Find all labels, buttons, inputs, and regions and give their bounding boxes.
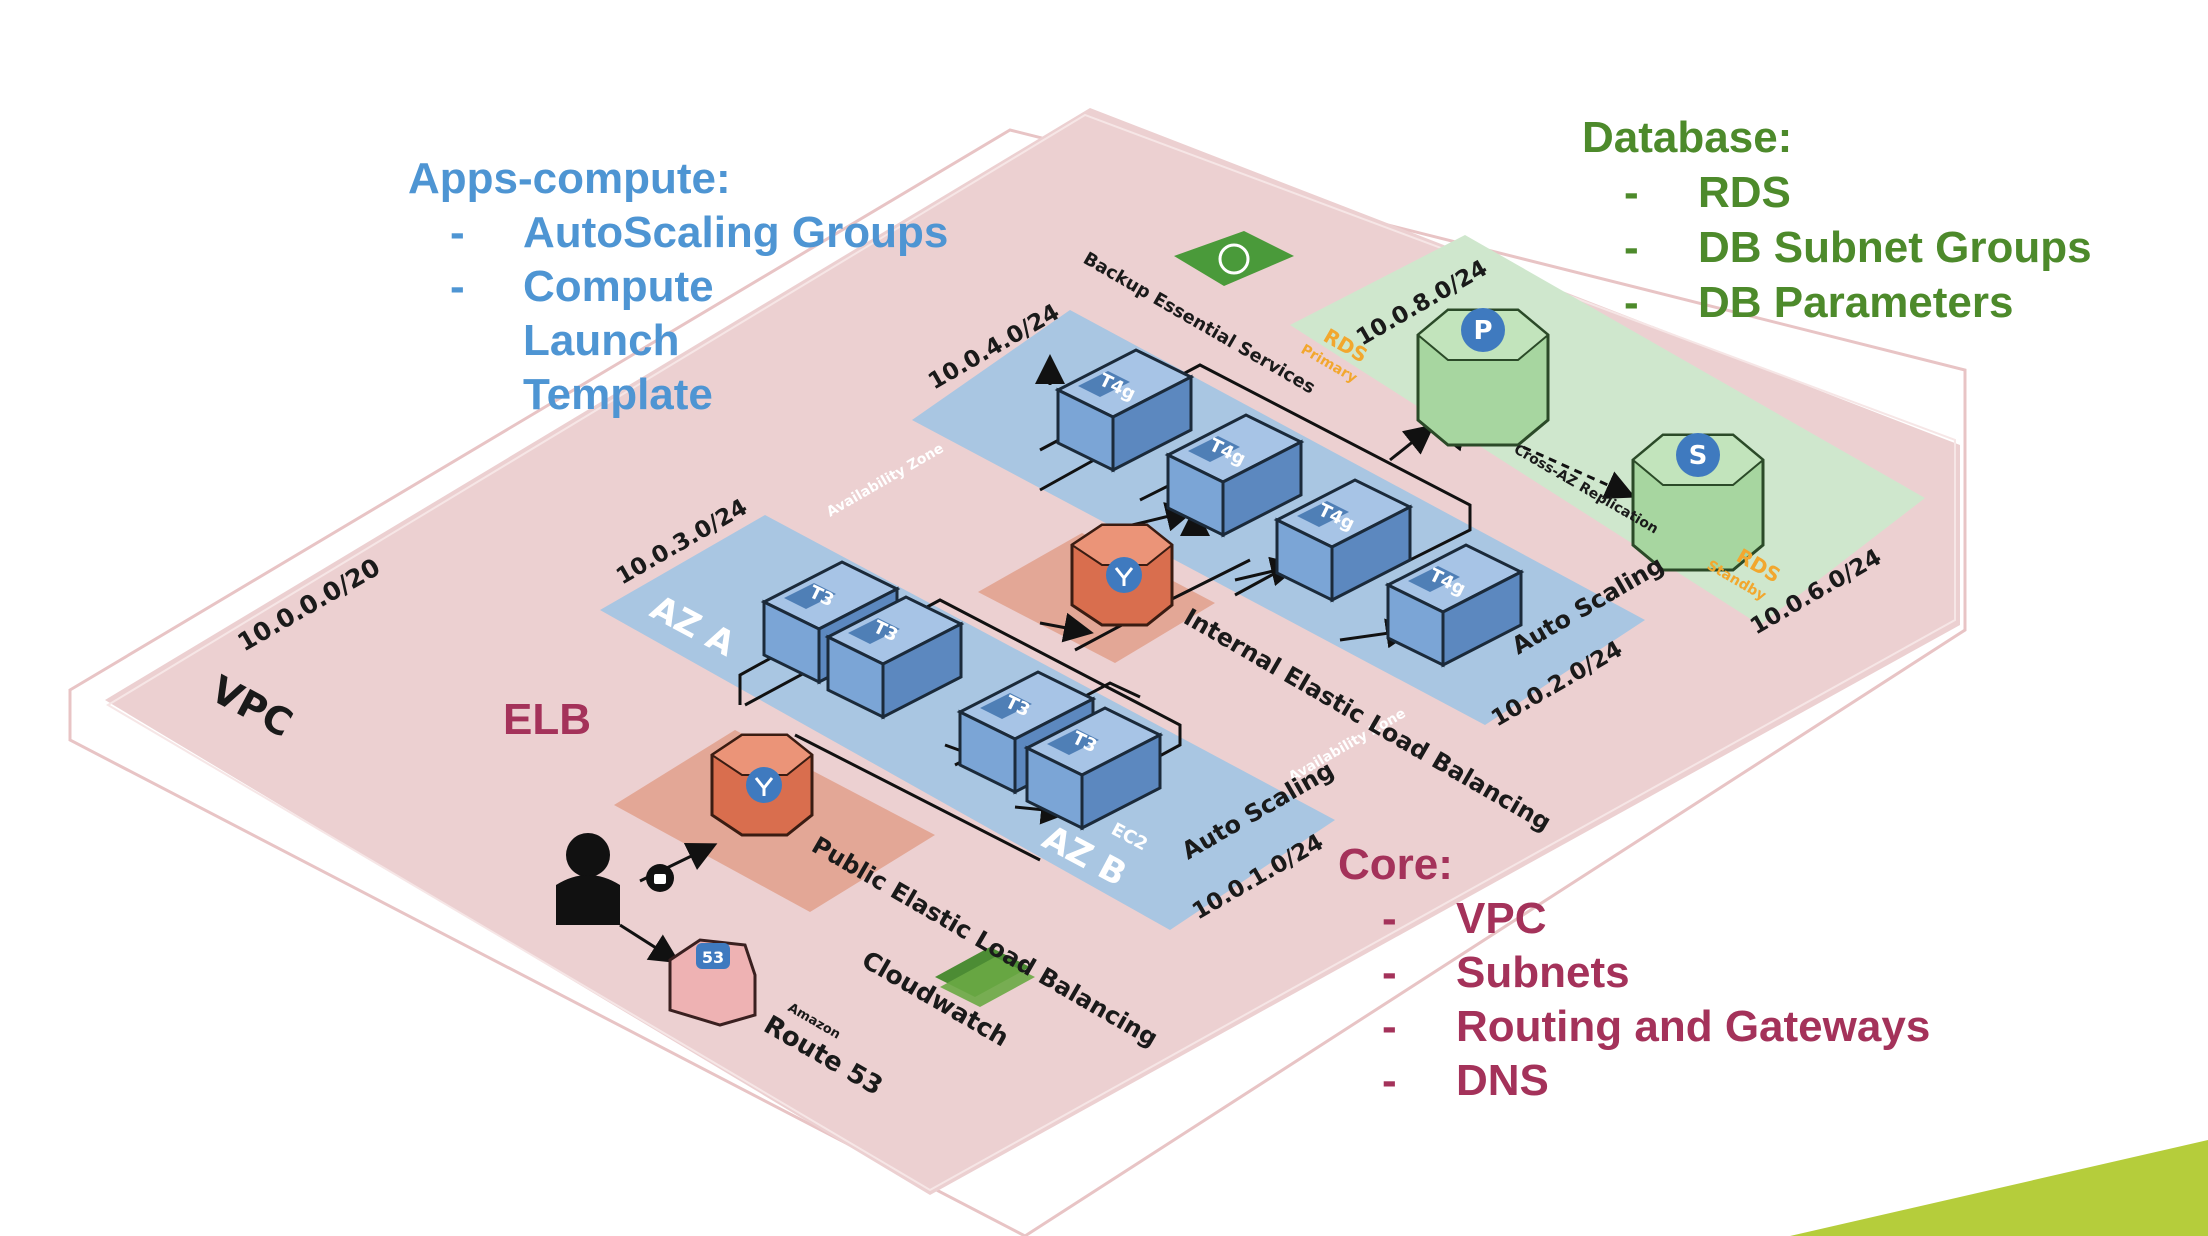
core-heading: Core: bbox=[1338, 840, 1453, 889]
apps-compute-caption: Apps-compute: - AutoScaling Groups - Compu… bbox=[408, 152, 948, 422]
rds-standby-icon: S bbox=[1631, 433, 1765, 572]
core-caption: Core: - VPC - Subnets - Routing and Gateway… bbox=[1338, 838, 1930, 1108]
database-item: - RDS bbox=[1582, 165, 2092, 220]
route53-badge: 53 bbox=[702, 948, 724, 967]
database-item: - DB Parameters bbox=[1582, 275, 2092, 330]
instance-t3-3: T3 bbox=[958, 670, 1095, 794]
user-icon bbox=[556, 833, 674, 925]
apps-compute-item-text: AutoScaling Groups bbox=[523, 208, 949, 257]
list-dash: - bbox=[1382, 1002, 1397, 1051]
cloudwatch-icon bbox=[935, 947, 1035, 1007]
vpc-inner-outline bbox=[106, 113, 1956, 1192]
lime-accent-shape bbox=[1790, 1140, 2208, 1236]
instance-t3-2: T3 bbox=[826, 595, 963, 719]
list-dash: - bbox=[450, 262, 465, 311]
core-item: - Routing and Gateways bbox=[1338, 1000, 1930, 1054]
vpc-outer-outline bbox=[68, 128, 1967, 1236]
instance-t4g-1: T4g bbox=[1056, 348, 1193, 472]
database-item-text: DB Subnet Groups bbox=[1698, 223, 2092, 272]
apps-compute-heading: Apps-compute: bbox=[408, 154, 731, 203]
database-list: - RDS - DB Subnet Groups - DB Parameters bbox=[1582, 165, 2092, 330]
core-item: - VPC bbox=[1338, 892, 1930, 946]
instance-t4g-3: T4g bbox=[1275, 478, 1412, 602]
internal-elb-icon bbox=[1070, 523, 1174, 627]
core-item: - Subnets bbox=[1338, 946, 1930, 1000]
list-dash: - bbox=[1624, 278, 1639, 327]
database-caption: Database: - RDS - DB Subnet Groups - DB Par… bbox=[1582, 110, 2092, 330]
instance-t4g-4: T4g bbox=[1386, 543, 1523, 667]
core-item-text: Routing and Gateways bbox=[1456, 1002, 1931, 1051]
list-dash: - bbox=[1624, 223, 1639, 272]
apps-compute-item: - AutoScaling Groups bbox=[408, 206, 948, 260]
public-elb-icon bbox=[710, 733, 814, 837]
elb-caption: ELB bbox=[503, 695, 591, 744]
list-dash: - bbox=[1382, 948, 1397, 997]
list-dash: - bbox=[1382, 894, 1397, 943]
backup-services-icon bbox=[1174, 231, 1294, 286]
core-list: - VPC - Subnets - Routing and Gateways - DNS bbox=[1338, 892, 1930, 1108]
database-heading: Database: bbox=[1582, 113, 1793, 162]
apps-compute-item-text: Compute Launch Template bbox=[523, 262, 714, 419]
core-item: - DNS bbox=[1338, 1054, 1930, 1108]
list-dash: - bbox=[1624, 168, 1639, 217]
database-item-text: DB Parameters bbox=[1698, 278, 2014, 327]
core-item-text: VPC bbox=[1456, 894, 1547, 943]
rds-primary-badge: P bbox=[1473, 316, 1492, 346]
apps-compute-list: - AutoScaling Groups - Compute Launch Temp… bbox=[408, 206, 948, 422]
instance-t3-4: T3 bbox=[1025, 706, 1162, 830]
replication-line bbox=[1484, 428, 1636, 499]
rds-primary-icon: P bbox=[1416, 308, 1550, 447]
database-item-text: RDS bbox=[1698, 168, 1791, 217]
instance-t3-1: T3 bbox=[762, 560, 899, 684]
database-item: - DB Subnet Groups bbox=[1582, 220, 2092, 275]
route53-icon: 53 bbox=[668, 938, 757, 1027]
core-item-text: DNS bbox=[1456, 1056, 1549, 1105]
rds-standby-badge: S bbox=[1689, 441, 1708, 471]
list-dash: - bbox=[1382, 1056, 1397, 1105]
apps-compute-item: - Compute Launch Template bbox=[408, 260, 948, 422]
instance-t4g-2: T4g bbox=[1166, 413, 1303, 537]
core-item-text: Subnets bbox=[1456, 948, 1630, 997]
list-dash: - bbox=[450, 208, 465, 257]
